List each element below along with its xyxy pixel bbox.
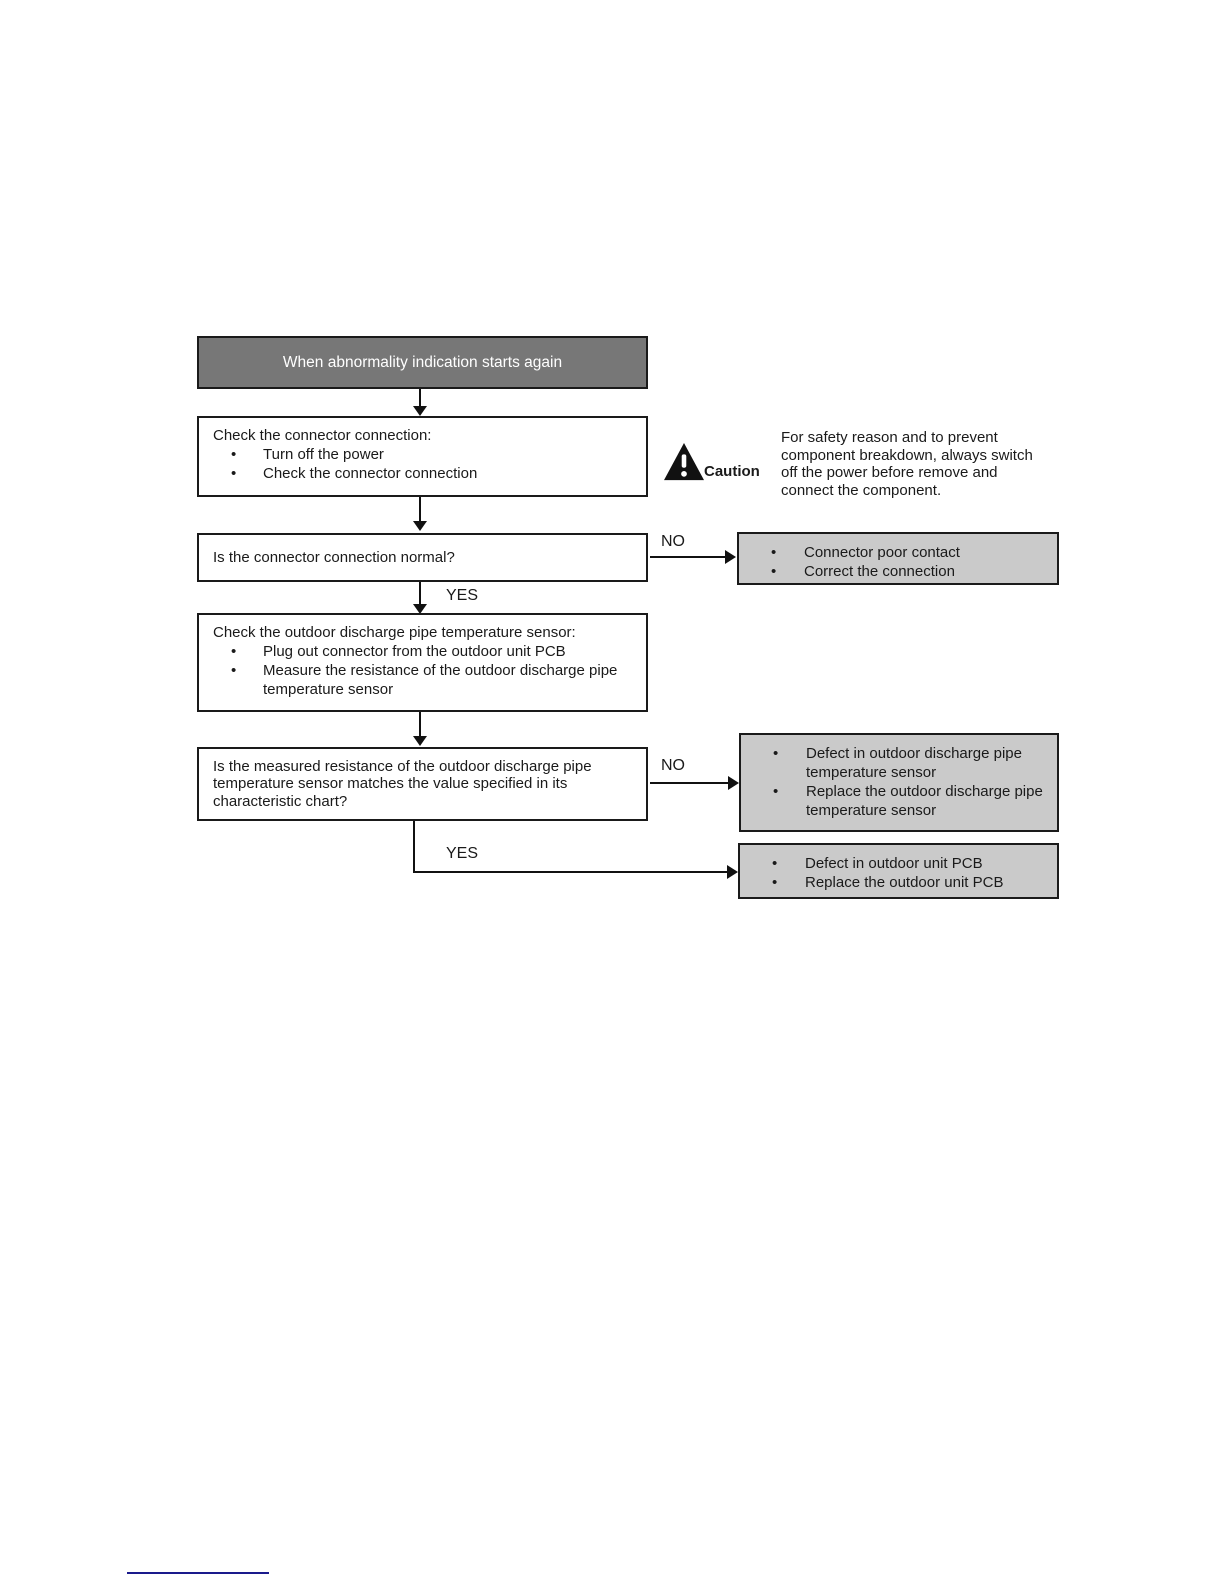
bullet-icon: • bbox=[772, 855, 778, 872]
bullet-item: • Plug out connector from the outdoor un… bbox=[213, 642, 634, 661]
decision-box-resistance-match: Is the measured resistance of the outdoo… bbox=[197, 747, 648, 821]
decision-box-connector-normal: Is the connector connection normal? bbox=[197, 533, 648, 582]
bullet-icon: • bbox=[773, 783, 779, 800]
decision-question: Is the connector connection normal? bbox=[213, 548, 455, 566]
bullet-item: • Measure the resistance of the outdoor … bbox=[213, 661, 634, 699]
bullet-item: • Replace the outdoor unit PCB bbox=[756, 873, 1047, 892]
result-box-pcb: • Defect in outdoor unit PCB • Replace t… bbox=[738, 843, 1059, 899]
connector-line bbox=[419, 582, 421, 606]
bullet-text: Replace the outdoor unit PCB bbox=[805, 874, 1004, 891]
bullet-icon: • bbox=[771, 544, 777, 561]
arrow-down-icon bbox=[413, 521, 427, 531]
connector-line bbox=[419, 497, 421, 523]
bullet-item: • Defect in outdoor unit PCB bbox=[756, 854, 1047, 873]
bullet-text: Turn off the power bbox=[263, 446, 384, 463]
arrow-right-icon bbox=[727, 865, 738, 879]
bullet-icon: • bbox=[231, 643, 237, 660]
bullet-text: Check the connector connection bbox=[263, 465, 478, 482]
bullet-icon: • bbox=[771, 563, 777, 580]
footer-rule bbox=[127, 1572, 269, 1574]
bullet-item: • Defect in outdoor discharge pipe tempe… bbox=[757, 744, 1047, 782]
bullet-icon: • bbox=[772, 874, 778, 891]
process-title: Check the connector connection: bbox=[213, 427, 432, 444]
process-box-check-connector: Check the connector connection: • Turn o… bbox=[197, 416, 648, 497]
decision-question: Is the measured resistance of the outdoo… bbox=[213, 757, 592, 810]
connector-line bbox=[650, 782, 729, 784]
bullet-text: Plug out connector from the outdoor unit… bbox=[263, 643, 566, 660]
arrow-down-icon bbox=[413, 406, 427, 416]
bullet-item: • Replace the outdoor discharge pipe tem… bbox=[757, 782, 1047, 820]
bullet-text: Correct the connection bbox=[804, 563, 955, 580]
bullet-text: Connector poor contact bbox=[804, 544, 960, 561]
process-box-check-sensor: Check the outdoor discharge pipe tempera… bbox=[197, 613, 648, 712]
result-box-sensor: • Defect in outdoor discharge pipe tempe… bbox=[739, 733, 1059, 832]
bullet-item: • Turn off the power bbox=[213, 445, 634, 464]
bullet-item: • Check the connector connection bbox=[213, 464, 634, 483]
bullet-item: • Correct the connection bbox=[755, 562, 1047, 581]
bullet-text: Defect in outdoor discharge pipe tempera… bbox=[806, 745, 1022, 781]
connector-line bbox=[419, 712, 421, 738]
edge-label-yes: YES bbox=[446, 845, 479, 862]
connector-line bbox=[413, 821, 415, 873]
caution-warning-icon bbox=[663, 442, 705, 482]
connector-line bbox=[419, 389, 421, 408]
caution-label: Caution bbox=[704, 463, 760, 480]
bullet-icon: • bbox=[231, 662, 237, 679]
caution-note: For safety reason and to prevent compone… bbox=[781, 429, 1033, 499]
edge-label-no: NO bbox=[661, 757, 685, 774]
connector-line bbox=[650, 556, 726, 558]
edge-label-yes: YES bbox=[446, 587, 479, 604]
bullet-text: Replace the outdoor discharge pipe tempe… bbox=[806, 783, 1043, 819]
edge-label-no: NO bbox=[661, 533, 685, 550]
result-box-connector: • Connector poor contact • Correct the c… bbox=[737, 532, 1059, 585]
bullet-icon: • bbox=[231, 446, 237, 463]
start-box-label: When abnormality indication starts again bbox=[282, 353, 563, 371]
process-title: Check the outdoor discharge pipe tempera… bbox=[213, 624, 576, 641]
start-box: When abnormality indication starts again bbox=[197, 336, 648, 389]
bullet-text: Measure the resistance of the outdoor di… bbox=[263, 662, 618, 698]
bullet-icon: • bbox=[231, 465, 237, 482]
arrow-down-icon bbox=[413, 604, 427, 614]
bullet-item: • Connector poor contact bbox=[755, 543, 1047, 562]
arrow-right-icon bbox=[725, 550, 736, 564]
arrow-right-icon bbox=[728, 776, 739, 790]
connector-line bbox=[413, 871, 728, 873]
arrow-down-icon bbox=[413, 736, 427, 746]
bullet-text: Defect in outdoor unit PCB bbox=[805, 855, 983, 872]
bullet-icon: • bbox=[773, 745, 779, 762]
